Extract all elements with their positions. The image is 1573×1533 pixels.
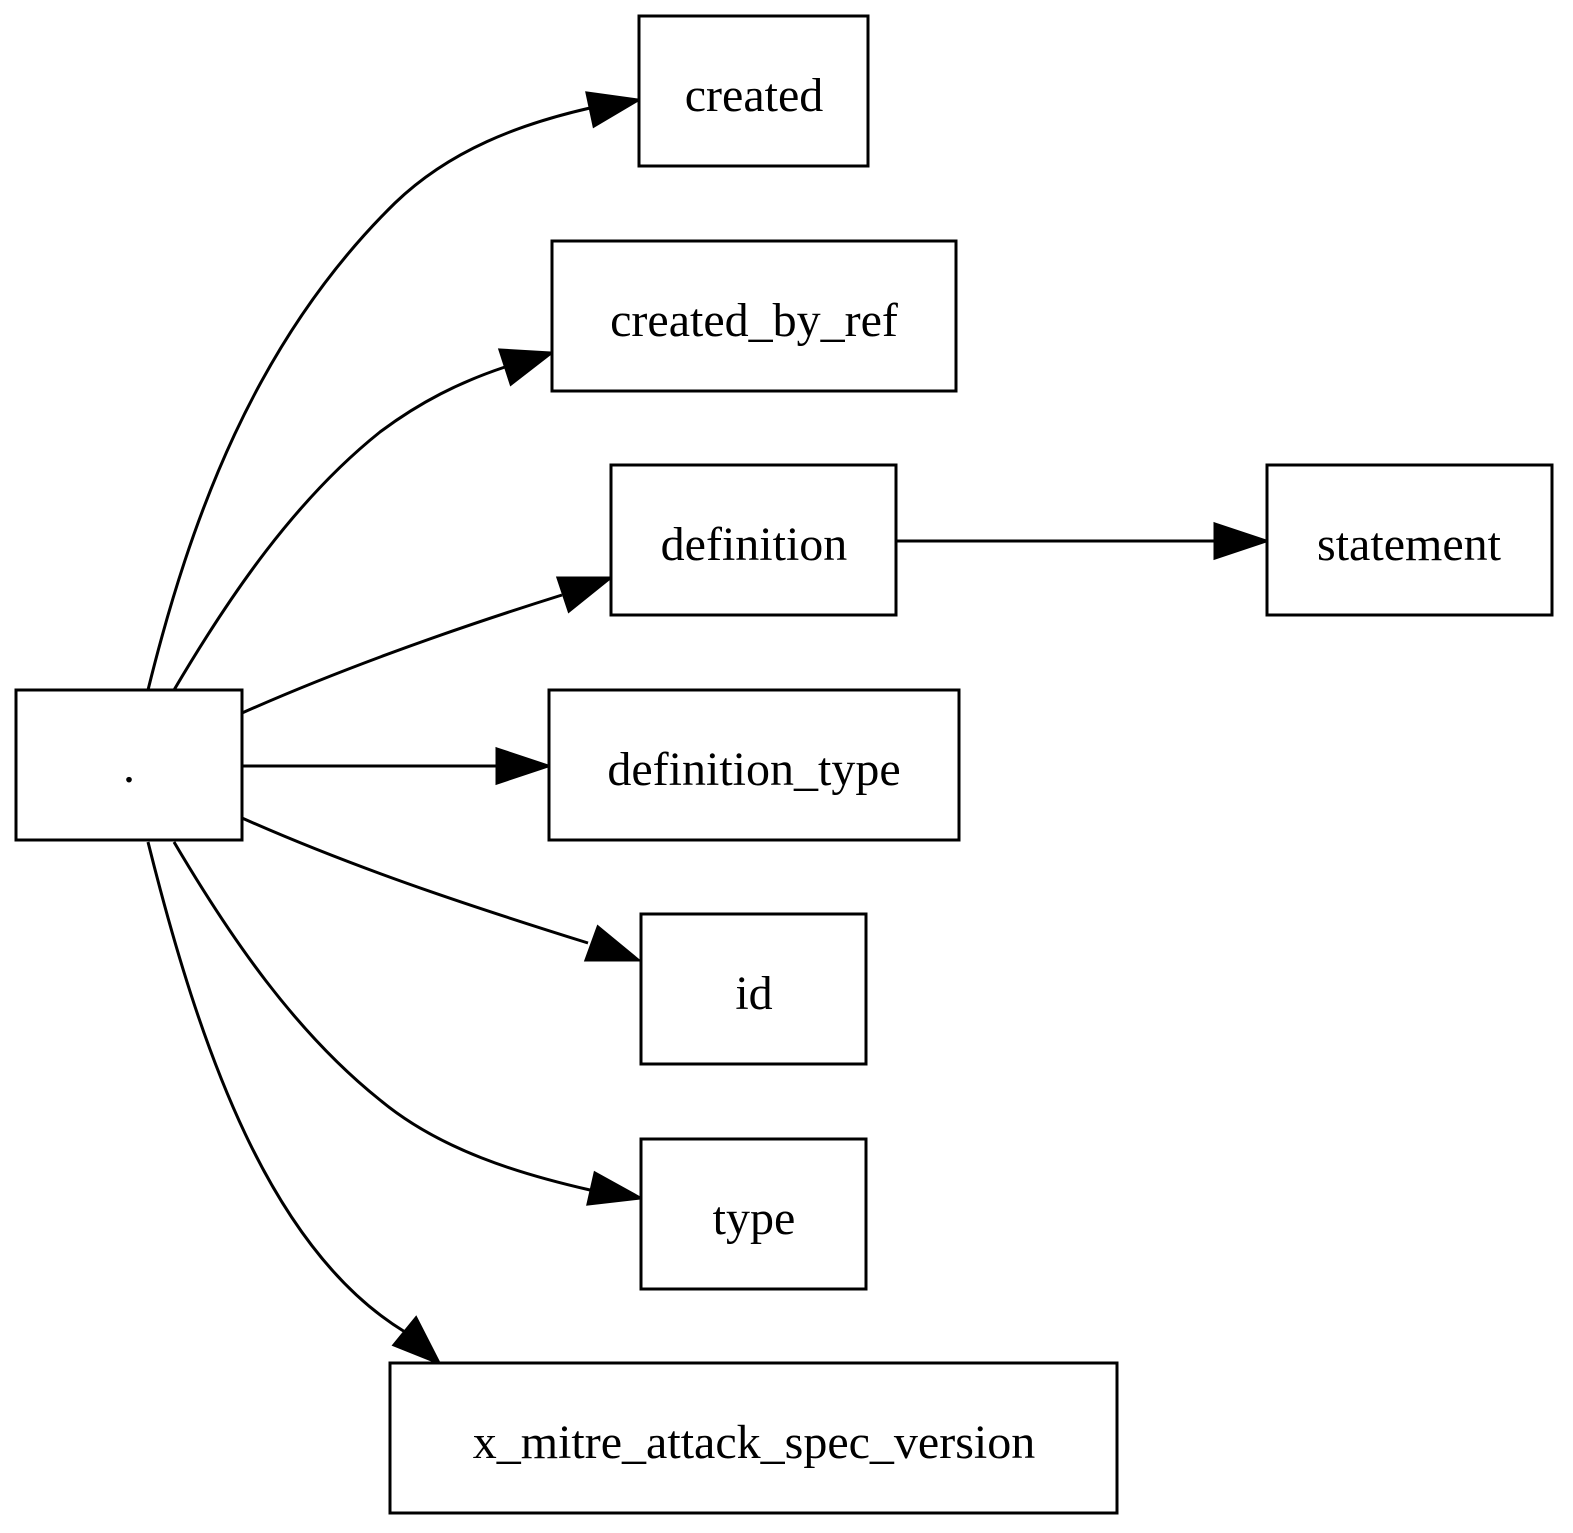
node-id-label: id <box>735 967 772 1020</box>
node-x-mitre-attack-spec-version-label: x_mitre_attack_spec_version <box>473 1416 1035 1469</box>
node-created-by-ref-label: created_by_ref <box>610 294 898 347</box>
edge-root-x-mitre-attack-spec-version <box>146 841 443 1366</box>
node-definition-type-label: definition_type <box>607 743 900 796</box>
node-definition: definition <box>609 463 898 617</box>
node-created-by-ref: created_by_ref <box>550 239 958 393</box>
edge-root-created-by-ref <box>172 348 556 691</box>
edge-definition-statement <box>897 521 1271 561</box>
node-definition-label: definition <box>661 518 848 571</box>
node-root-label: . <box>123 740 135 793</box>
edge-root-id <box>241 816 643 962</box>
edge-root-created <box>146 91 643 691</box>
node-root: . <box>14 688 244 842</box>
edge-root-type <box>172 841 645 1206</box>
node-definition-type: definition_type <box>547 688 961 842</box>
node-x-mitre-attack-spec-version: x_mitre_attack_spec_version <box>388 1361 1119 1515</box>
edge-root-definition-type <box>242 746 553 786</box>
node-created: created <box>637 14 870 168</box>
edge-root-definition <box>241 576 615 715</box>
node-id: id <box>639 912 868 1066</box>
node-type: type <box>639 1137 868 1291</box>
node-created-label: created <box>685 69 824 122</box>
node-statement-label: statement <box>1317 518 1502 571</box>
node-type-label: type <box>713 1192 796 1245</box>
node-statement: statement <box>1265 463 1554 617</box>
edges <box>146 91 1271 1366</box>
